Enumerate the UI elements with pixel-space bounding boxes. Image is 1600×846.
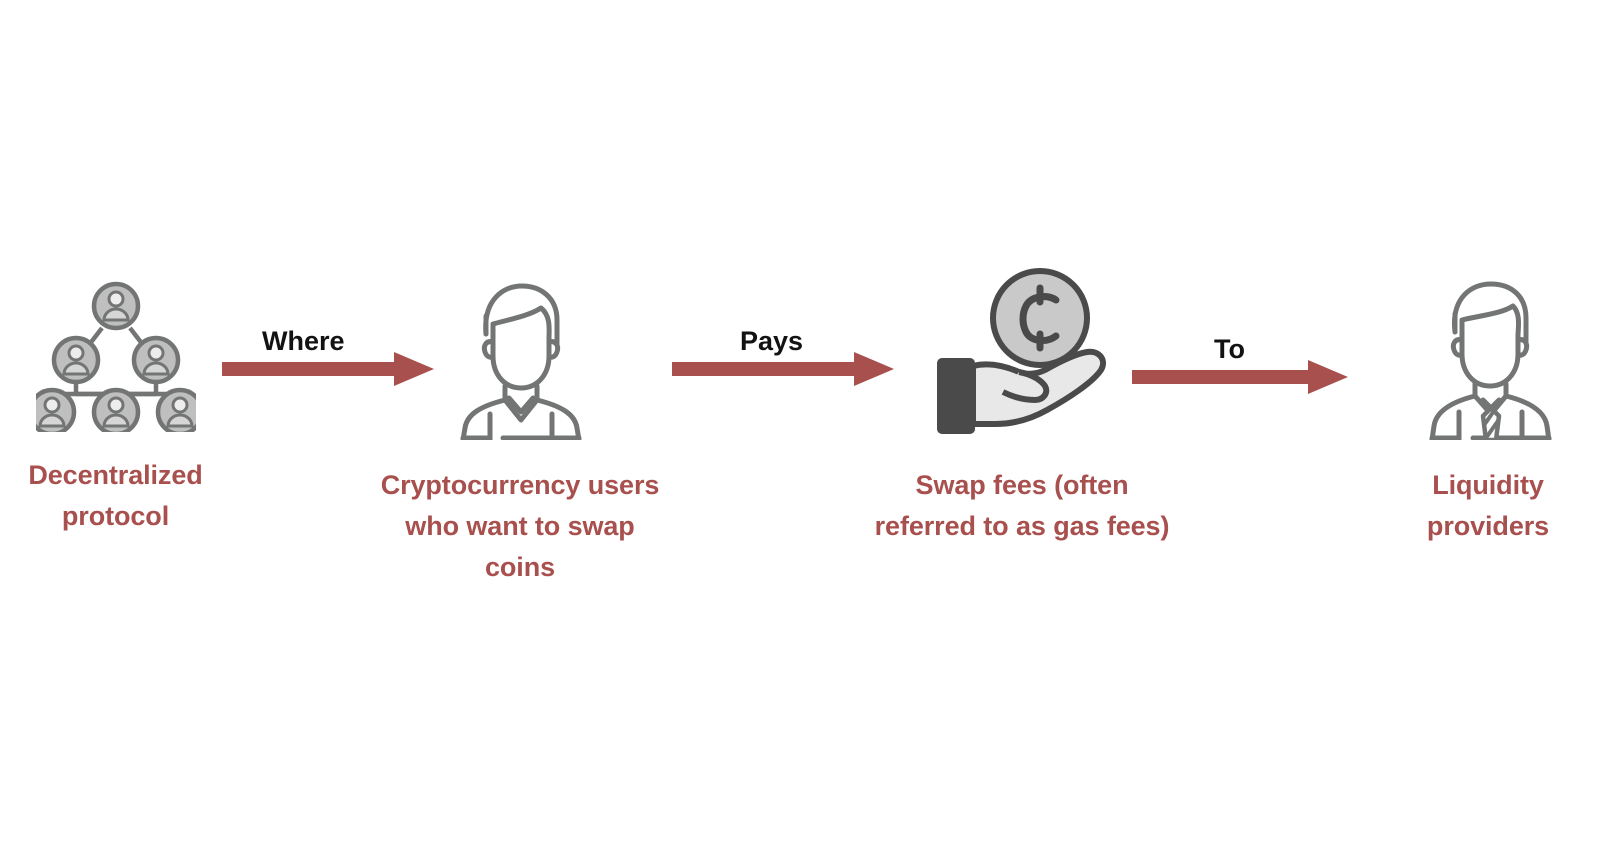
arrow-label-to: To [1214, 334, 1245, 364]
tie-icon [1480, 405, 1502, 443]
diagram-node-label-providers: Liquidity providers [1426, 470, 1550, 541]
arrow-pays [672, 352, 894, 391]
network-tree-icon [27, 272, 204, 437]
diagram-node-label-users: Cryptocurrency users who want to swap co… [380, 470, 660, 582]
arrow-to [1132, 360, 1348, 399]
avatar-node-mid-left [51, 335, 100, 385]
arrow-where [222, 352, 434, 391]
avatar-node-top [91, 281, 140, 331]
person-icon [445, 272, 595, 445]
hand-holding-coin-icon [927, 262, 1117, 447]
diagram-node-providers[interactable]: Liquidity providers [1378, 272, 1598, 547]
diagram-node-protocol[interactable]: Decentralized protocol [8, 272, 223, 537]
diagram-node-fees[interactable]: Swap fees (often referred to as gas fees… [872, 262, 1172, 547]
avatar-node-bottom-left [27, 387, 76, 437]
diagram-node-label-fees: Swap fees (often referred to as gas fees… [874, 470, 1170, 541]
coin-icon [990, 268, 1090, 368]
avatar-node-bottom-center [91, 387, 140, 437]
avatar-node-bottom-right [155, 387, 204, 437]
diagram-node-users[interactable]: Cryptocurrency users who want to swap co… [372, 272, 668, 588]
diagram-node-label-protocol: Decentralized protocol [28, 460, 203, 531]
arrow-label-where: Where [262, 326, 345, 356]
arrow-label-pays: Pays [740, 326, 804, 356]
businessman-icon [1413, 272, 1563, 445]
avatar-node-mid-right [131, 335, 180, 385]
